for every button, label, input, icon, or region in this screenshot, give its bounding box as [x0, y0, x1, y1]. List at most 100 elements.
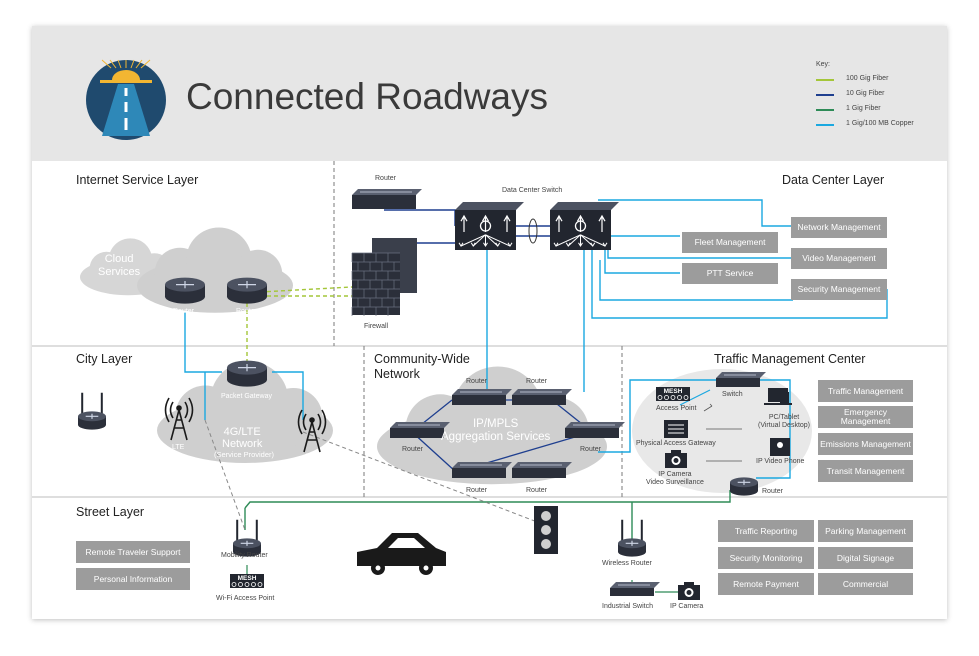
layer-title-city: City Layer: [76, 352, 133, 366]
router-label: Router: [526, 378, 548, 385]
router-label: Router: [402, 446, 424, 453]
link-copper: [184, 312, 222, 373]
key-item-label: 10 Gig Fiber: [846, 90, 885, 97]
dc-switch-label: Data Center Switch: [502, 187, 563, 194]
switch-label: Switch: [722, 391, 743, 398]
router-icon: [452, 389, 512, 405]
network-diagram: MESH MESH: [32, 59, 947, 600]
link-1g: [244, 490, 731, 509]
layer-title-street: Street Layer: [76, 505, 145, 519]
link-copper: [604, 246, 680, 274]
mesh-access-point-icon: MESH: [656, 387, 690, 401]
router-label: Router: [526, 487, 548, 494]
link-10g: [384, 209, 456, 226]
router-icon: [512, 462, 572, 478]
street-service-box: Commercial: [818, 573, 913, 595]
lte-network-subtitle: (Service Provider): [214, 450, 275, 459]
router-icon: [730, 477, 758, 496]
router-label: Router: [236, 308, 258, 315]
lte-network-title: 4G/LTE Network: [222, 426, 263, 450]
dc-service-box: Fleet Management: [682, 232, 778, 253]
link-bundle-icon: [528, 218, 538, 244]
router-icon: [165, 277, 205, 304]
router-label: Router: [762, 488, 784, 495]
router-icon: [390, 422, 450, 438]
camera-icon: [665, 450, 687, 468]
layer-title-datacenter: Data Center Layer: [782, 173, 885, 187]
layer-title-community: Community-Wide Network: [374, 352, 470, 381]
cell-tower-icon: [164, 397, 194, 441]
router-body-icon: [78, 411, 106, 430]
cloud-services-label: Cloud Services: [98, 253, 141, 278]
wireless-router-icon: [81, 392, 103, 416]
svg-text:MESH: MESH: [664, 388, 683, 395]
street-service-box: Security Monitoring: [718, 547, 814, 569]
industrial-switch-label: Industrial Switch: [602, 603, 653, 610]
router-icon: [565, 422, 625, 438]
street-service-box: Digital Signage: [818, 547, 913, 569]
laptop-icon: [764, 388, 792, 405]
router-icon: [452, 462, 512, 478]
arrow-line: [703, 403, 713, 412]
packet-gateway-label: Packet Gateway: [221, 393, 272, 400]
firewall-label: Firewall: [364, 323, 389, 330]
tmc-service-box: Transit Management: [818, 460, 913, 482]
wireless-link: [302, 431, 546, 526]
core-switch-icon: [455, 202, 524, 250]
mobility-router-label: Mobility Router: [221, 552, 268, 559]
wifi-access-point-label: Wi-Fi Access Point: [216, 595, 275, 602]
router-label: Router: [466, 487, 488, 494]
wireless-router-label: Wireless Router: [602, 560, 652, 567]
header-banner: [32, 26, 947, 161]
lte-label: LTE: [306, 453, 319, 460]
road-logo-icon: [86, 59, 166, 140]
core-switch-icon: [550, 202, 619, 250]
physical-access-gateway-label: Physical Access Gateway: [636, 440, 716, 447]
router-label: Router: [466, 378, 488, 385]
key-item-label: 1 Gig Fiber: [846, 105, 881, 112]
link-copper: [272, 371, 304, 420]
router-icon: [512, 389, 572, 405]
street-service-box: Personal Information: [76, 568, 190, 590]
link-copper: [598, 379, 716, 453]
mpls-label: IP/MPLS Aggregation Services: [441, 418, 551, 443]
industrial-switch-icon: [610, 582, 660, 596]
camera-icon: [678, 582, 700, 600]
traffic-light-icon: [534, 506, 558, 554]
tmc-service-box: Emergency Management: [818, 406, 913, 428]
router-label: Router: [375, 175, 397, 182]
cell-tower-icon: [297, 409, 327, 453]
layer-title-internet: Internet Service Layer: [76, 173, 199, 187]
dc-service-box: Security Management: [791, 279, 887, 300]
street-service-box: Traffic Reporting: [718, 520, 814, 542]
layer-title-tmc: Traffic Management Center: [714, 352, 866, 366]
access-gateway-icon: [664, 420, 688, 438]
access-point-label: Access Point: [656, 405, 697, 412]
dc-service-box: PTT Service: [682, 263, 778, 284]
ip-camera-vs-label: IP Camera Video Surveillance: [646, 471, 704, 486]
key-heading: Key:: [816, 61, 831, 68]
mesh-access-point-icon: MESH: [230, 574, 264, 588]
key-item-label: 1 Gig/100 MB Copper: [846, 120, 914, 127]
street-service-box: Parking Management: [818, 520, 913, 542]
wireless-router-icon: [621, 519, 643, 543]
internet-cloud: [137, 227, 293, 313]
dc-service-box: Video Management: [791, 248, 887, 269]
link-copper: [598, 199, 793, 227]
router-label: Router: [173, 308, 195, 315]
router-label: Router: [580, 446, 602, 453]
wireless-link: [204, 419, 246, 531]
link-copper: [679, 389, 711, 406]
link-copper: [599, 260, 793, 301]
packet-gateway-icon: [227, 360, 267, 387]
router-icon: [227, 277, 267, 304]
link-copper: [591, 246, 888, 319]
router-body-icon: [618, 538, 646, 557]
ip-video-phone-label: IP Video Phone: [756, 458, 805, 465]
router-icon: [352, 189, 422, 209]
svg-text:MESH: MESH: [238, 575, 257, 582]
video-phone-icon: [770, 438, 790, 456]
ip-camera-label: IP Camera: [670, 603, 704, 610]
firewall-icon: [351, 238, 417, 316]
